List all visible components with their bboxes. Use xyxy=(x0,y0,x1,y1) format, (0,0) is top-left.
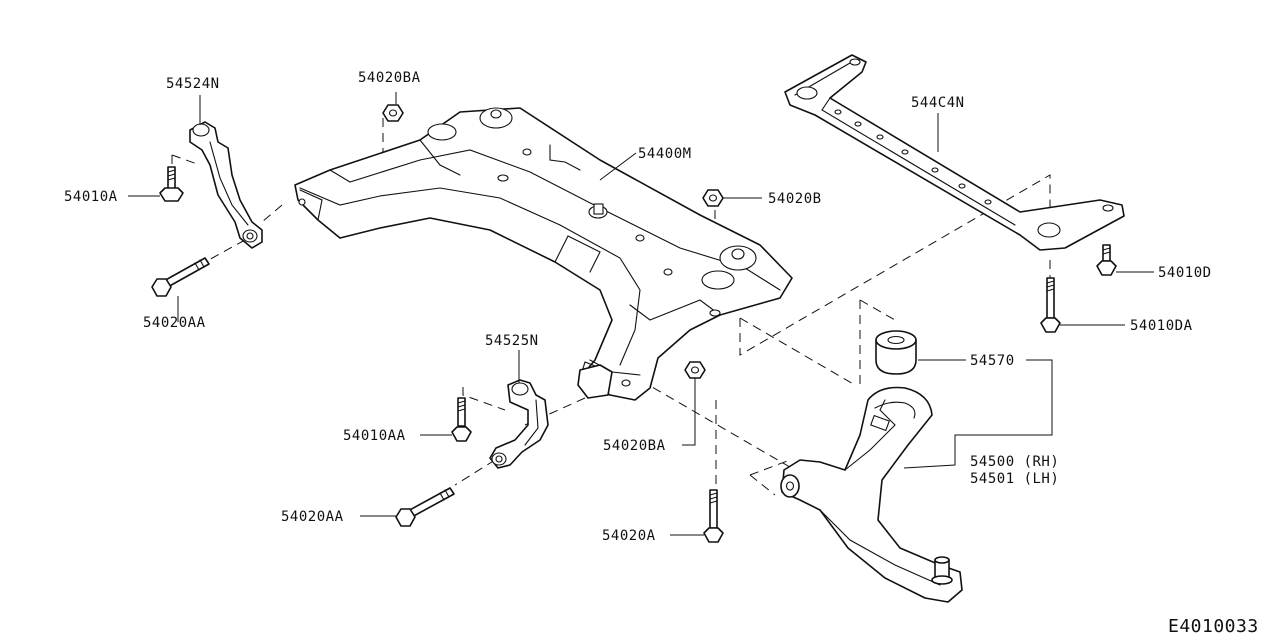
bushing-54570 xyxy=(875,330,917,375)
label-54010AA: 54010AA xyxy=(343,428,406,444)
assembly-guide-lines xyxy=(171,118,1051,496)
label-54020BA-top: 54020BA xyxy=(358,70,421,86)
label-54020A: 54020A xyxy=(602,528,656,544)
transverse-link-54500-54501 xyxy=(780,386,963,603)
label-54524N: 54524N xyxy=(166,76,220,92)
link-bracket-54525N xyxy=(489,379,549,469)
label-544C4N: 544C4N xyxy=(911,95,965,111)
label-54500-rh: 54500 (RH) xyxy=(970,454,1059,470)
label-54570: 54570 xyxy=(970,353,1015,369)
label-54501-lh: 54501 (LH) xyxy=(970,471,1059,487)
label-54020AA-bottom: 54020AA xyxy=(281,509,344,525)
diagram-id: E4010033 xyxy=(1168,616,1259,637)
leader-lines xyxy=(128,92,1154,536)
label-54400M: 54400M xyxy=(638,146,692,162)
label-54010D: 54010D xyxy=(1158,265,1212,281)
part-labels: 54524N 54020BA 54010A 54020AA 54400M 540… xyxy=(64,70,1259,637)
label-54020AA-top: 54020AA xyxy=(143,315,206,331)
fasteners xyxy=(151,104,1117,543)
front-crossmember-54400M xyxy=(294,107,793,401)
label-54010DA: 54010DA xyxy=(1130,318,1193,334)
label-54020B: 54020B xyxy=(768,191,822,207)
label-54010A: 54010A xyxy=(64,189,118,205)
label-54020BA-mid: 54020BA xyxy=(603,438,666,454)
front-stiffener-544C4N xyxy=(784,54,1125,251)
link-bracket-54524N xyxy=(189,121,263,249)
label-54525N: 54525N xyxy=(485,333,539,349)
